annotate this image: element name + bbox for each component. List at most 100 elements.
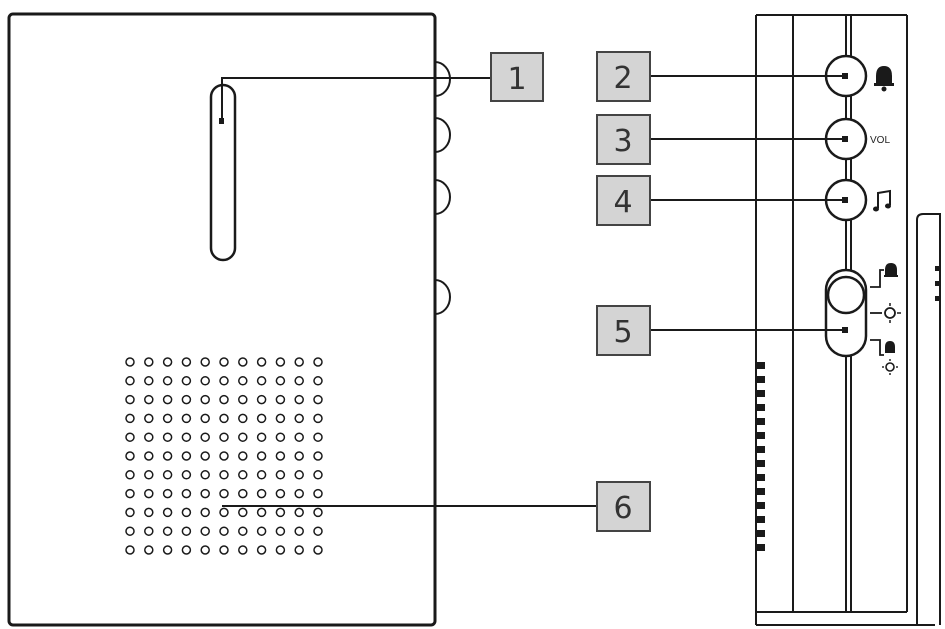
callout-6: 6 [596,481,651,532]
vent-slot [757,404,765,411]
vent-slot [757,544,765,551]
grille-hole [200,376,210,386]
vent-slot [757,376,765,383]
grille-hole [294,507,304,518]
grille-hole [313,432,323,442]
grille-hole [181,394,192,405]
grille-hole [181,376,192,386]
grille-hole [125,526,135,536]
grille-hole [275,376,286,386]
vent-slot [757,516,765,523]
light-icon [884,303,901,323]
vent-slots [757,362,765,551]
grille-hole [275,413,286,424]
callout-label: 2 [613,61,632,96]
grille-hole [162,413,173,424]
grille-hole [200,470,210,480]
grille-hole [313,413,323,424]
switch-bracket-bottom [870,339,884,356]
grille-hole [256,394,267,405]
grille-hole [200,526,210,536]
callout-4: 4 [596,175,651,226]
vent-slot [757,502,765,509]
grille-hole [219,357,229,367]
grille-hole [219,432,229,442]
switch-bracket-top [870,269,884,288]
callout-label: 3 [613,124,632,159]
grille-hole [275,507,286,518]
grille-hole [219,545,229,555]
grille-hole [181,488,192,499]
grille-hole [181,526,192,536]
grille-hole [256,526,267,536]
vent-slot [757,390,765,397]
vent-slot [757,460,765,467]
callout-2: 2 [596,51,651,102]
grille-hole [256,488,267,499]
back-plate [916,213,941,625]
grille-hole [200,545,210,555]
front-body [7,12,437,627]
vent-slot [757,432,765,439]
grille-hole [275,526,286,536]
grille-hole [181,470,192,480]
front-side-bump [434,179,451,215]
front-side-bump [434,117,451,153]
grille-hole [294,451,304,461]
grille-hole [238,394,248,405]
grille-hole [125,545,135,555]
grille-hole [181,357,192,367]
music-note-icon [873,189,891,212]
grille-hole [238,432,248,442]
grille-hole [238,507,248,518]
back-plate-clip [935,266,939,301]
grille-hole [219,376,229,386]
grille-hole [313,470,323,480]
grille-hole [313,526,323,536]
grille-hole [125,376,135,386]
grille-hole [256,413,267,424]
grille-hole [256,432,267,442]
grille-hole [238,488,248,499]
grille-hole [200,451,210,461]
grille-hole [162,470,173,480]
grille-hole [200,394,210,405]
grille-hole [162,526,173,536]
grille-hole [294,413,304,424]
vent-slot [757,446,765,453]
grille-hole [294,357,304,367]
grille-hole [238,357,248,367]
grille-hole [144,545,154,555]
grille-hole [275,394,286,405]
grille-hole [313,488,323,499]
grille-hole [238,451,248,461]
grille-hole [256,376,267,386]
grille-hole [200,357,210,367]
grille-hole [294,526,304,536]
grille-hole [256,507,267,518]
grille-hole [200,488,210,499]
speaker-grille [125,357,323,555]
grille-hole [125,488,135,499]
grille-hole [144,357,154,367]
callout-label: 5 [613,315,632,350]
side-view: VOL [755,14,941,626]
grille-hole [313,451,323,461]
grille-hole [294,470,304,480]
callout-5: 5 [596,305,651,356]
volume-label: VOL [870,135,890,146]
grille-hole [294,488,304,499]
grille-hole [181,432,192,442]
grille-hole [162,451,173,461]
bell-and-light-icon [882,341,898,375]
grille-hole [238,526,248,536]
switch-knob[interactable] [826,275,866,315]
grille-hole [144,451,154,461]
grille-hole [256,451,267,461]
grille-hole [144,413,154,424]
grille-hole [162,545,173,555]
leader-line-1 [221,77,491,121]
grille-hole [275,545,286,555]
grille-hole [219,507,229,518]
grille-hole [294,545,304,555]
